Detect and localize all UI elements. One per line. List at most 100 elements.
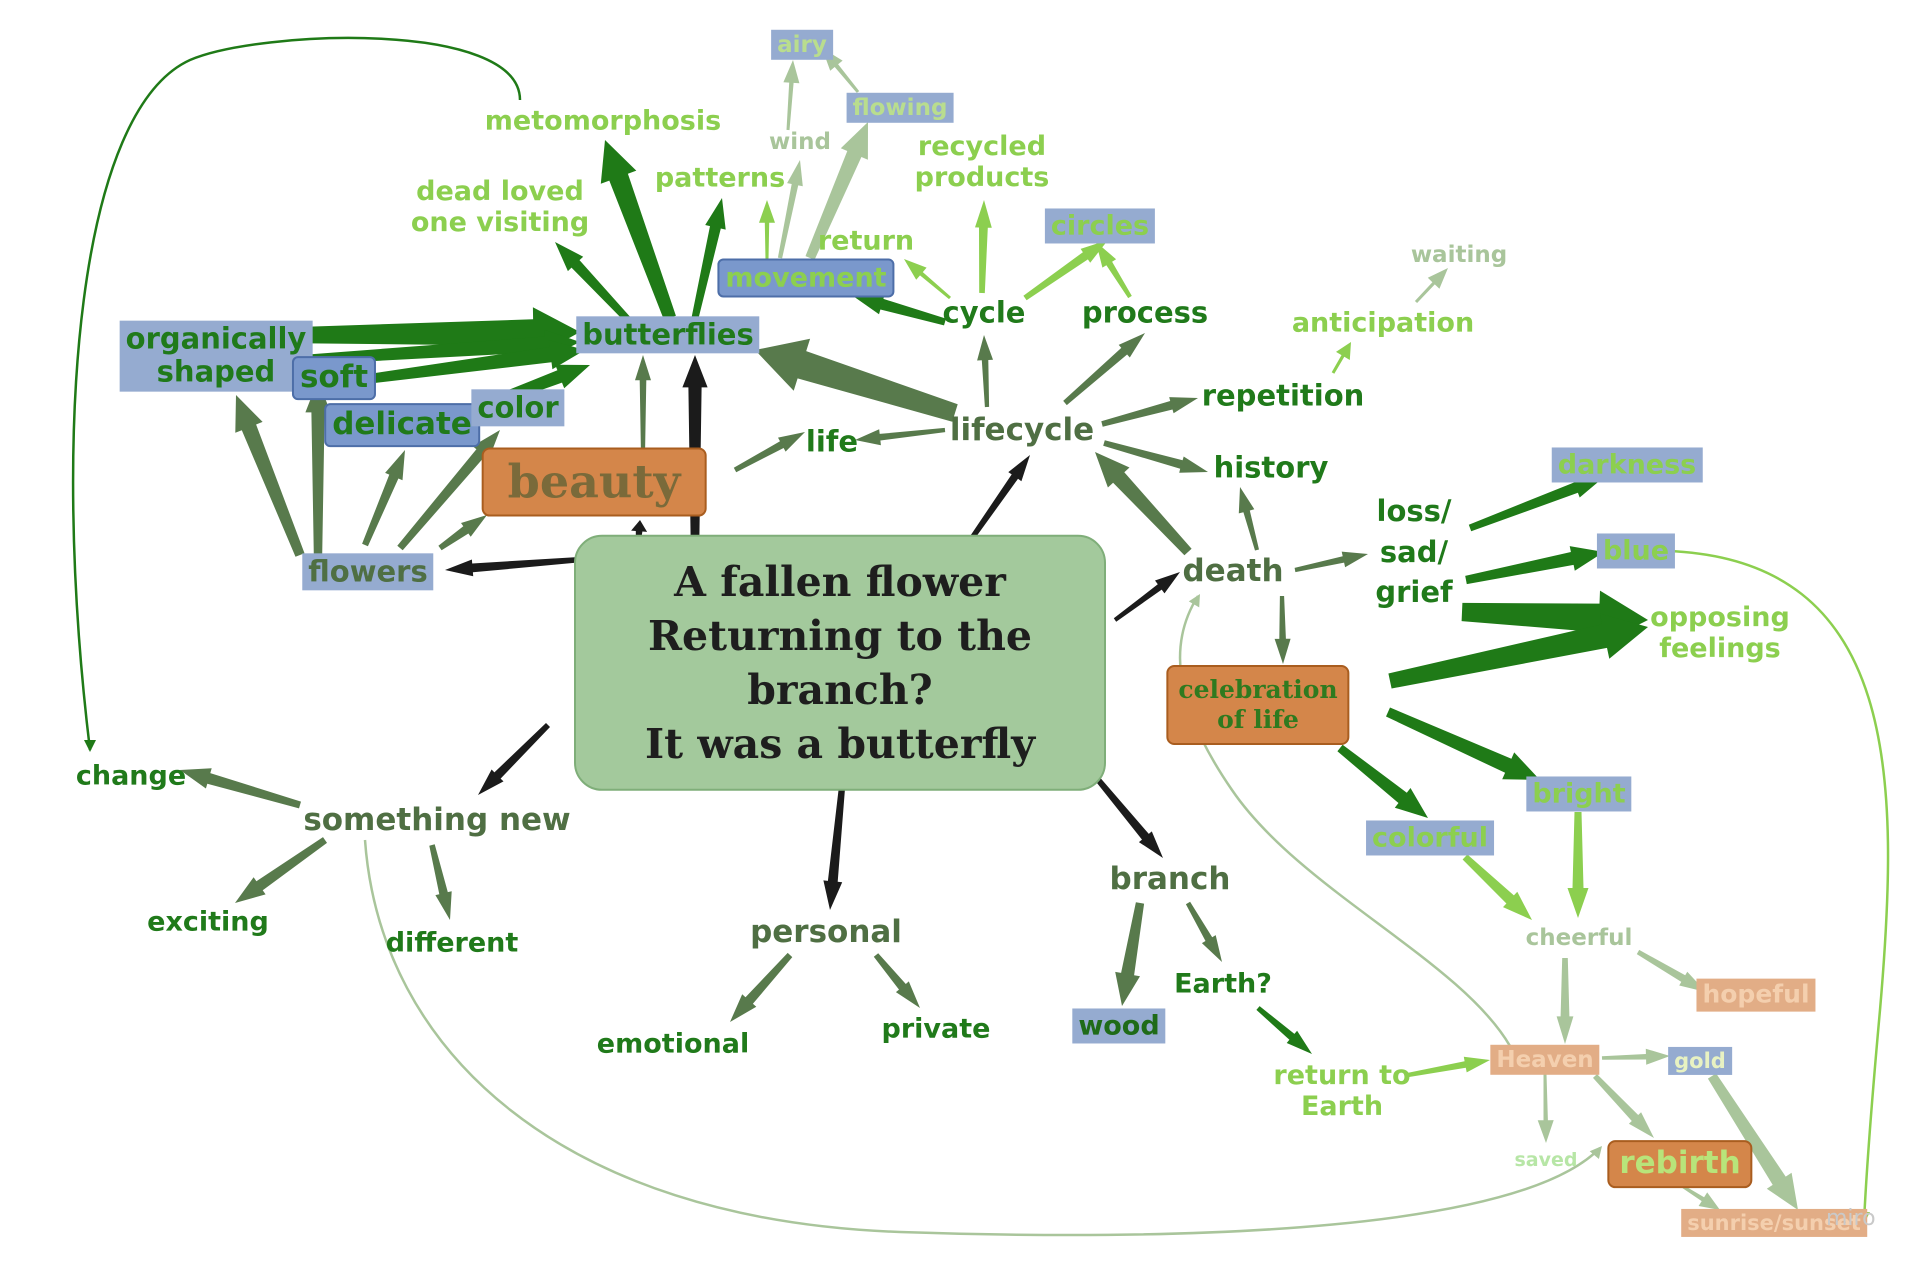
node-different[interactable]: different [385,927,519,959]
edge-branch-earth [1185,901,1222,962]
edge-heaven-saved [1537,1074,1554,1143]
edge-something-different [429,844,452,920]
node-flowing[interactable]: flowing [846,92,954,124]
node-waiting[interactable]: waiting [1410,241,1508,268]
edge-cheerful-hopeful [1636,949,1706,992]
recycled-line: recycled [917,130,1047,162]
node-saved[interactable]: saved [1514,1149,1578,1172]
node-private[interactable]: private [881,1013,991,1045]
node-soft[interactable]: soft [291,356,377,400]
curve-something-rebirth [363,839,1601,1237]
of-life-line: of life [1217,705,1299,734]
node-delicate[interactable]: delicate [324,403,480,447]
node-color[interactable]: color [471,389,565,427]
edge-gold-sunrise [1707,1073,1798,1210]
node-airy[interactable]: airy [771,29,833,61]
curve-metomorphosis-change [71,36,522,751]
edge-center-death [1113,572,1180,622]
node-dead-loved-one[interactable]: dead loved one visiting [411,176,589,238]
node-process[interactable]: process [1081,295,1209,330]
curve-heaven-death-arrowhead [1188,594,1200,608]
node-metomorphosis[interactable]: metomorphosis [484,105,722,137]
node-celebration-of-life[interactable]: celebration of life [1166,665,1350,745]
central-topic[interactable]: A fallen flower Returning to the branch?… [574,534,1106,792]
edge-flowers-delicate [362,450,405,547]
edge-personal-private [873,953,920,1008]
node-loss-sad-grief[interactable]: loss/ sad/ grief [1375,491,1452,613]
node-gold[interactable]: gold [1668,1046,1732,1076]
node-cheerful[interactable]: cheerful [1525,924,1633,951]
node-colorful[interactable]: colorful [1366,820,1494,856]
node-hopeful[interactable]: hopeful [1696,978,1816,1012]
node-personal[interactable]: personal [750,914,902,951]
node-branch[interactable]: branch [1109,861,1231,898]
edge-lifecycle-butterflies [755,338,958,422]
node-anticipation[interactable]: anticipation [1291,307,1475,339]
edge-heaven-rebirth [1593,1074,1654,1138]
edge-movement-flowing [805,122,868,260]
edge-celebration-bright [1386,707,1540,780]
node-sunrise-sunset[interactable]: sunrise/sunset [1681,1208,1867,1238]
node-opposing-feelings[interactable]: opposing feelings [1650,602,1790,664]
node-organically-shaped[interactable]: organically shaped [119,320,313,392]
edge-lifecycle-history [1103,440,1208,473]
edge-soft-butterflies [374,340,585,383]
node-darkness[interactable]: darkness [1551,447,1703,483]
node-flowers[interactable]: flowers [302,553,434,591]
node-wind[interactable]: wind [769,128,831,155]
node-butterflies[interactable]: butterflies [576,316,760,354]
edge-center-lifecycle [963,455,1030,550]
edge-movement-wind [777,160,803,259]
node-wood[interactable]: wood [1072,1008,1166,1044]
node-life[interactable]: life [805,424,859,459]
edge-colorful-cheerful [1462,854,1532,920]
center-line-4: It was a butterfly [644,720,1036,769]
node-beauty[interactable]: beauty [481,447,707,517]
node-emotional[interactable]: emotional [596,1028,750,1060]
edge-celebration-colorful [1337,744,1428,818]
loss-line: loss/ [1376,494,1452,529]
edge-center-something-new [478,723,550,795]
edge-movement-patterns [759,200,775,260]
edge-loss-darkness [1468,477,1604,532]
edge-lifecycle-repetition [1101,397,1198,427]
node-movement[interactable]: movement [717,258,895,298]
node-patterns[interactable]: patterns [654,162,786,194]
node-return[interactable]: return [817,225,915,257]
edge-cycle-circles [1023,240,1108,301]
edge-repetition-anticipation [1331,342,1351,374]
watermark-text: miro [1826,1206,1876,1231]
edge-anticipation-waiting [1414,268,1448,303]
edge-center-beauty [631,520,648,546]
node-death[interactable]: death [1182,553,1284,590]
node-change[interactable]: change [75,760,187,792]
node-recycled-products[interactable]: recycled products [915,131,1050,193]
edge-butterflies-metomorphosis [600,140,676,321]
curve-something-rebirth-arrowhead [1589,1146,1602,1159]
node-exciting[interactable]: exciting [147,906,269,938]
node-lifecycle[interactable]: lifecycle [949,412,1095,449]
node-repetition[interactable]: repetition [1201,378,1365,413]
node-return-to-earth[interactable]: return to Earth [1273,1060,1410,1122]
edge-celebration-opposing [1388,613,1648,689]
node-rebirth[interactable]: rebirth [1607,1140,1753,1188]
edge-flowers-beauty [438,515,487,551]
organically-line: organically [125,321,307,356]
node-blue[interactable]: blue [1596,533,1676,569]
node-history[interactable]: history [1213,450,1329,485]
node-cycle[interactable]: cycle [942,295,1026,330]
edge-something-exciting [235,837,327,903]
one-visiting-line: one visiting [410,207,590,238]
node-circles[interactable]: circles [1044,208,1156,244]
sad-line: sad/ [1379,534,1449,569]
center-line-1: A fallen flower [674,557,1006,606]
edge-grief-blue [1465,546,1604,585]
node-something-new[interactable]: something new [303,802,571,839]
node-earth-q[interactable]: Earth? [1174,968,1272,1000]
node-bright[interactable]: bright [1526,776,1632,812]
edge-rebirth-sunrise [1681,1184,1720,1210]
edge-death-lifecycle [1095,452,1192,556]
node-heaven[interactable]: Heaven [1490,1044,1600,1076]
edge-center-branch [1092,774,1163,858]
opposing-line: opposing [1650,601,1790,633]
